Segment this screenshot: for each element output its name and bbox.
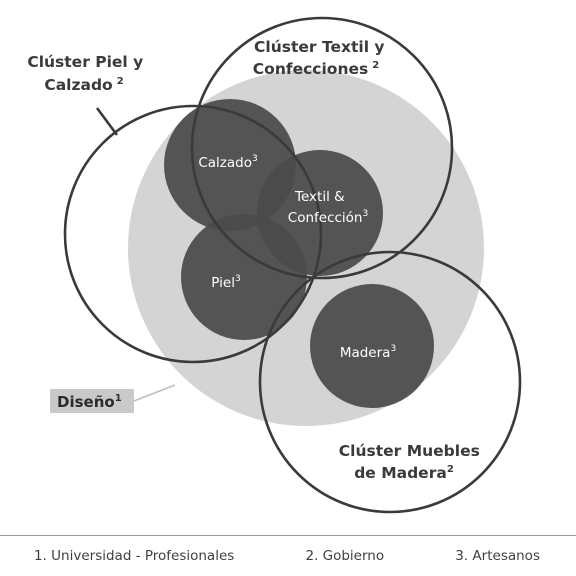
diseno-label: Diseño1 [57,393,122,411]
legend-item-3: 3. Artesanos [455,548,540,564]
diseno-label-box [50,389,134,413]
piel-calzado-leader-line [95,107,119,136]
piel-label: Piel3 [211,274,240,291]
textil-confeccion-label: Textil & Confección3 [288,189,368,226]
legend-footer: 1. Universidad - Profesionales 2. Gobier… [0,535,576,576]
piel-circle [181,214,307,340]
cluster-piel-calzado-outline [63,104,323,364]
calzado-label: Calzado3 [198,154,257,171]
madera-circle [310,284,434,408]
madera-label: Madera3 [340,344,396,361]
diseno-leader-line [133,384,176,402]
cluster-textil-outline [190,16,454,280]
cluster-muebles-outline [258,250,522,514]
legend-item-1: 1. Universidad - Profesionales [34,548,235,564]
cluster-muebles-title: Clúster Muebles de Madera2 [339,442,485,482]
legend-item-2: 2. Gobierno [305,548,385,564]
